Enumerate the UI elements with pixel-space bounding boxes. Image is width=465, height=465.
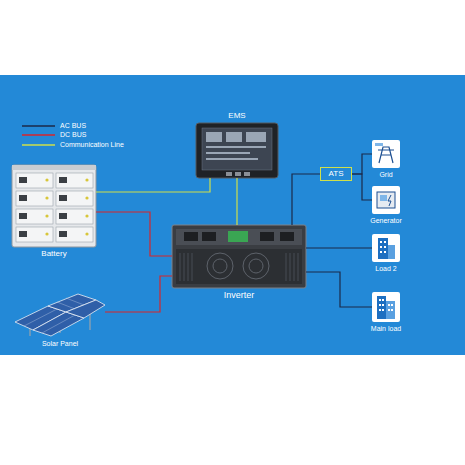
dc-bus-line: [105, 276, 172, 312]
legend-line-sample: [22, 124, 55, 128]
node-label: Solar Panel: [42, 340, 78, 347]
legend-text: DC BUS: [60, 131, 86, 138]
communication-line: [236, 178, 237, 225]
legend-line-sample: [22, 143, 55, 147]
node-label: Main load: [371, 325, 401, 332]
legend-line-sample: [22, 133, 55, 137]
inverter-node: Inverter: [172, 225, 306, 288]
ac-bus-line: [306, 272, 372, 307]
load-building-icon: [372, 234, 400, 262]
node-label: EMS: [228, 112, 245, 120]
main-load-building-icon: [372, 292, 400, 322]
node-label: Inverter: [224, 291, 255, 300]
node-label: Generator: [370, 217, 402, 224]
generator-icon: [372, 186, 400, 214]
battery-node: Battery: [12, 165, 96, 247]
grid-icon: [372, 140, 400, 168]
node-label: Grid: [379, 171, 392, 178]
node-label: Load 2: [375, 265, 396, 272]
ac-bus-line: [352, 174, 372, 200]
ac-bus-line: [292, 174, 320, 225]
ac-bus-legend: AC BUS: [22, 121, 86, 130]
inverter-unit: [172, 225, 306, 288]
solar-panel-node: Solar Panel: [15, 294, 105, 337]
generator-node: Generator: [372, 186, 400, 214]
battery-cabinet: [12, 165, 96, 247]
grid-node: Grid: [372, 140, 400, 168]
ems-node: EMS: [196, 123, 278, 178]
load-node: Load 2: [372, 234, 400, 262]
ac-bus-line: [306, 247, 372, 248]
dc-bus-legend: DC BUS: [22, 130, 86, 139]
legend-text: AC BUS: [60, 122, 86, 129]
node-label: ATS: [329, 170, 344, 178]
communication-legend: Communication Line: [22, 140, 124, 149]
legend-text: Communication Line: [60, 141, 124, 148]
ats-box: ATS: [320, 167, 352, 181]
main-load-node: Main load: [372, 292, 400, 322]
communication-line: [96, 178, 210, 192]
node-label: Battery: [41, 250, 66, 258]
solar-panel-array: [15, 294, 105, 336]
dc-bus-line: [96, 212, 172, 256]
ac-bus-line: [352, 154, 372, 174]
ems-tablet: [196, 123, 278, 178]
